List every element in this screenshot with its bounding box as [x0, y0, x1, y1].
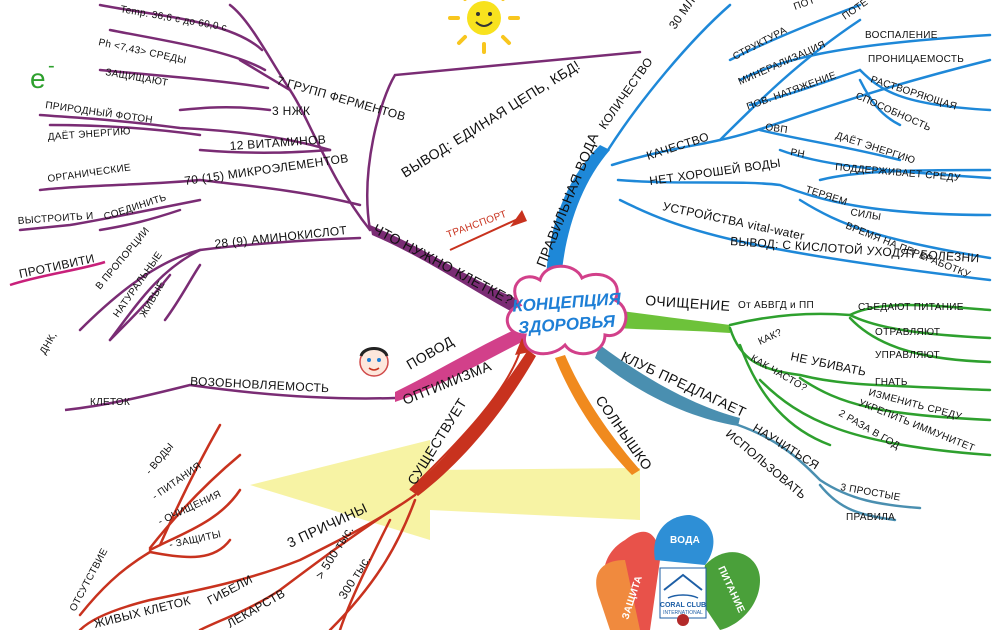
label-conclusion-acid: ВЫВОД: С КИСЛОТОЙ УХОДЯТ БОЛЕЗНИ — [730, 233, 980, 265]
label-ph-water: РН — [789, 147, 805, 160]
label-gives-energy: ДАЁТ ЭНЕРГИЮ — [47, 125, 131, 143]
label-rules: ПРАВИЛА — [846, 512, 895, 523]
label-living-cells: ЖИВЫХ КЛЕТОК — [92, 593, 192, 630]
label-vitamins: 12 ВИТАМИНОВ — [229, 132, 326, 153]
label-strength: СИЛЫ — [849, 207, 881, 223]
trunk-purple — [370, 225, 520, 315]
label-efa: 3 НЖК — [272, 104, 310, 118]
label-pote: ПОТЕ — [840, 0, 870, 22]
label-aminoacids: 28 (9) АМИНОКИСЛОТ — [214, 223, 348, 251]
label-cleansing: ОЧИЩЕНИЕ — [645, 292, 731, 314]
label-permeability: ПРОНИЦАЕМОСТЬ — [868, 54, 964, 65]
trunk-orange — [555, 355, 640, 475]
label-photon: ПРИРОДНЫЙ ФОТОН — [45, 98, 154, 126]
label-microelements: 70 (15) МИКРОЭЛЕМЕНТОВ — [183, 151, 349, 188]
purple-branches — [18, 3, 642, 342]
renewal-branches — [64, 383, 396, 412]
label-lack-water: - ВОДЫ — [144, 441, 176, 477]
flower-water-label: ВОДА — [670, 535, 700, 546]
blue-branches — [606, 3, 992, 282]
electron-symbol: e — [30, 63, 46, 94]
label-conclusion-chain: ВЫВОД: ЕДИНАЯ ЦЕПЬ, КБД! — [398, 57, 583, 181]
coral-club-flower-logo: ВОДА ПИТАНИЕ ЗАЩИТА CORAL CLUB INTERNATI… — [596, 515, 760, 630]
sun-icon — [448, 0, 520, 54]
label-ovp: ОВП — [765, 122, 789, 136]
label-quality: КАЧЕСТВО — [645, 129, 711, 162]
label-how: КАК? — [757, 327, 785, 348]
label-from-abvgd: От АБВГД и ПП — [738, 300, 814, 311]
smiley-face-icon — [359, 347, 389, 377]
trunk-pink — [395, 325, 530, 402]
transport-arrowhead — [510, 210, 527, 227]
label-cells: КЛЕТОК — [90, 397, 130, 408]
trunk-red — [410, 350, 536, 496]
label-lack-protection: - ЗАЩИТЫ — [168, 529, 222, 551]
transport-arrow — [449, 217, 521, 251]
brand-subtitle: INTERNATIONAL — [663, 610, 703, 616]
label-lose: ТЕРЯЕМ — [804, 184, 849, 208]
label-dna: ДНК, — [38, 330, 59, 356]
label-30ml: 30 МЛ Н — [666, 0, 705, 32]
label-death: ГИБЕЛИ — [205, 572, 255, 608]
label-temperature: Temp. 36,6 c до 60,0 c — [119, 4, 227, 34]
green-branches — [728, 303, 992, 457]
label-against: ПРОТИВИТИ — [18, 251, 96, 281]
trunk-teal — [595, 345, 740, 426]
label-eat-food: СЪЕДАЮТ ПИТАНИЕ — [858, 302, 964, 313]
brand-name: CORAL CLUB — [660, 602, 706, 609]
label-right-water: ПРАВИЛЬНАЯ ВОДА — [533, 130, 602, 269]
label-manage: УПРАВЛЯЮТ — [875, 350, 940, 361]
label-build: ВЫСТРОИТЬ И — [17, 211, 93, 227]
yellow-arrow — [250, 440, 640, 540]
label-what-cell-needs: ЧТО НУЖНО КЛЕТКЕ? — [371, 221, 516, 308]
exists-arrowhead — [515, 338, 530, 355]
label-pot: ПОТ — [792, 0, 816, 13]
label-quantity: КОЛИЧЕСТВО — [596, 55, 656, 132]
red-branches — [78, 423, 417, 630]
label-inflammation: ВОСПАЛЕНИЕ — [865, 30, 938, 41]
magenta-underline — [9, 260, 106, 287]
exists-arrow — [409, 344, 523, 491]
label-protect: ЗАЩИЩАЮТ — [104, 67, 168, 89]
label-drive: ГНАТЬ — [875, 377, 908, 388]
trunk-green — [615, 310, 730, 333]
label-structure: СТРУКТУРА — [731, 25, 789, 63]
teal-branches — [736, 423, 922, 522]
label-organic: ОРГАНИЧЕСКИЕ — [47, 162, 132, 185]
label-transport: ТРАНСПОРТ — [445, 209, 508, 241]
center-cloud[interactable]: КОНЦЕПЦИЯ ЗДОРОВЬЯ — [505, 264, 628, 356]
label-supports-env: ПОДДЕРЖИВАЕТ СРЕДУ — [835, 162, 962, 184]
electron-superscript: - — [48, 55, 55, 77]
label-poison: ОТРАВЛЯЮТ — [875, 327, 940, 338]
